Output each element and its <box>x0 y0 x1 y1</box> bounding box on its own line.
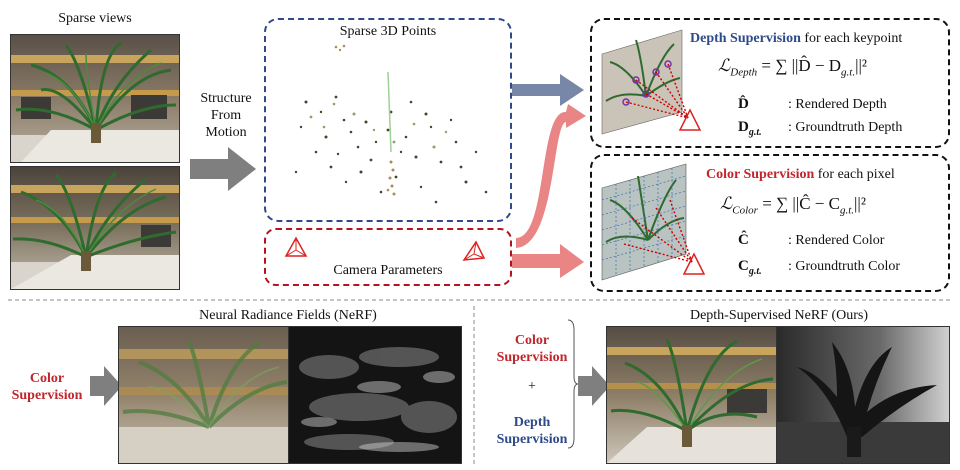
color-loss-formula: ℒColor = ∑ ||Ĉ − Cg.t.||² <box>720 194 948 216</box>
sfm-label-line3: Motion <box>205 125 247 140</box>
camera-parameters-label: Camera Parameters <box>333 263 443 278</box>
camera-icon <box>682 252 706 275</box>
depth-def-groundtruth: Dg.t. : Groundtruth Depth <box>738 119 948 138</box>
color-loss-rhs-subscript: g.t. <box>839 204 855 217</box>
sparse-points-box: Sparse 3D Points <box>264 18 512 222</box>
camera-to-depth-arrow <box>516 104 586 248</box>
camera-icon <box>284 236 308 257</box>
depth-loss-tail: ||² <box>855 56 868 75</box>
depth-loss-subscript: Depth <box>730 66 758 79</box>
depth-loss-formula: ℒDepth = ∑ ||D̂ − Dg.t.||² <box>718 56 948 78</box>
depth-def-rendered-symbol: D̂ <box>738 96 749 112</box>
depth-def-groundtruth-text: : Groundtruth Depth <box>788 120 903 135</box>
nerf-title: Neural Radiance Fields (NeRF) <box>199 308 377 323</box>
dsnerf-color-supervision-label: Color Supervision <box>492 332 572 366</box>
sfm-arrow <box>190 147 256 191</box>
dsnerf-depth-line1: Depth <box>513 415 551 430</box>
depth-render-diagram <box>601 29 702 135</box>
color-supervision-title: Color Supervision <box>706 167 815 182</box>
color-def-rendered-text: : Rendered Color <box>788 233 885 248</box>
depth-loss-rhs-subscript: g.t. <box>841 66 856 79</box>
color-flow-arrow <box>512 244 584 278</box>
color-supervision-box: Color Supervision for each pixel ℒColor … <box>590 154 950 292</box>
sfm-label-line2: From <box>210 108 242 123</box>
dsnerf-depth-supervision-label: Depth Supervision <box>492 414 572 448</box>
color-def-groundtruth-symbol: C <box>738 258 749 274</box>
flow-arrows <box>512 74 586 278</box>
dsnerf-depth-render <box>776 326 950 464</box>
depth-supervision-title-row: Depth Supervision for each keypoint <box>690 30 946 47</box>
dsnerf-arrow <box>578 366 610 406</box>
color-def-groundtruth-text: : Groundtruth Color <box>788 259 900 274</box>
dsnerf-rgb-render <box>606 326 778 464</box>
nerf-rgb-render <box>118 326 290 464</box>
sparse-view-photo-1 <box>10 34 180 163</box>
depth-def-groundtruth-subscript: g.t. <box>748 127 762 138</box>
point-cloud <box>294 44 488 204</box>
sfm-label: Structure From Motion <box>186 90 266 141</box>
depth-def-rendered-text: : Rendered Depth <box>788 97 887 112</box>
depth-def-groundtruth-symbol: D <box>738 119 749 135</box>
nerf-supervision-line2: Supervision <box>11 388 83 403</box>
color-loss-rhs: = ∑ ||Ĉ − C <box>757 194 840 213</box>
color-supervision-title-row: Color Supervision for each pixel <box>706 166 946 183</box>
depth-loss-rhs: = ∑ ||D̂ − D <box>757 56 842 75</box>
color-def-groundtruth-subscript: g.t. <box>748 266 762 277</box>
nerf-supervision-label: Color Supervision <box>4 370 90 404</box>
color-loss-tail: ||² <box>854 194 866 213</box>
nerf-supervision-line1: Color <box>29 371 65 386</box>
sparse-view-photo-2 <box>10 166 180 290</box>
depth-loss-symbol: ℒ <box>718 56 731 75</box>
sfm-label-line1: Structure <box>200 91 252 106</box>
section-separators <box>8 299 952 466</box>
color-loss-symbol: ℒ <box>720 194 733 213</box>
dsnerf-title: Depth-Supervised NeRF (Ours) <box>689 308 869 323</box>
color-supervision-title-rest: for each pixel <box>814 167 895 182</box>
camera-icon <box>462 240 486 261</box>
color-def-groundtruth: Cg.t. : Groundtruth Color <box>738 258 948 277</box>
depth-supervision-title-rest: for each keypoint <box>800 31 903 46</box>
camera-icon <box>678 108 702 131</box>
dsnerf-depth-line2: Supervision <box>496 432 568 447</box>
depth-supervision-box: Depth Supervision for each keypoint ℒDep… <box>590 18 950 148</box>
depth-flow-arrow <box>512 74 584 106</box>
dsnerf-color-line1: Color <box>514 333 550 348</box>
nerf-depth-render <box>288 326 462 464</box>
nerf-arrow <box>90 366 122 406</box>
color-def-rendered: Ĉ : Rendered Color <box>738 232 948 249</box>
sparse-points-title: Sparse 3D Points <box>339 24 437 39</box>
dsnerf-color-line2: Supervision <box>496 350 568 365</box>
plus-sign: + <box>528 379 536 394</box>
camera-parameters-box: Camera Parameters <box>264 228 512 286</box>
color-loss-subscript: Color <box>732 204 758 217</box>
color-render-diagram <box>601 163 706 281</box>
depth-def-rendered: D̂ : Rendered Depth <box>738 96 948 113</box>
sparse-views-title: Sparse views <box>58 11 132 26</box>
depth-supervision-title: Depth Supervision <box>690 31 801 46</box>
color-def-rendered-symbol: Ĉ <box>738 232 749 248</box>
